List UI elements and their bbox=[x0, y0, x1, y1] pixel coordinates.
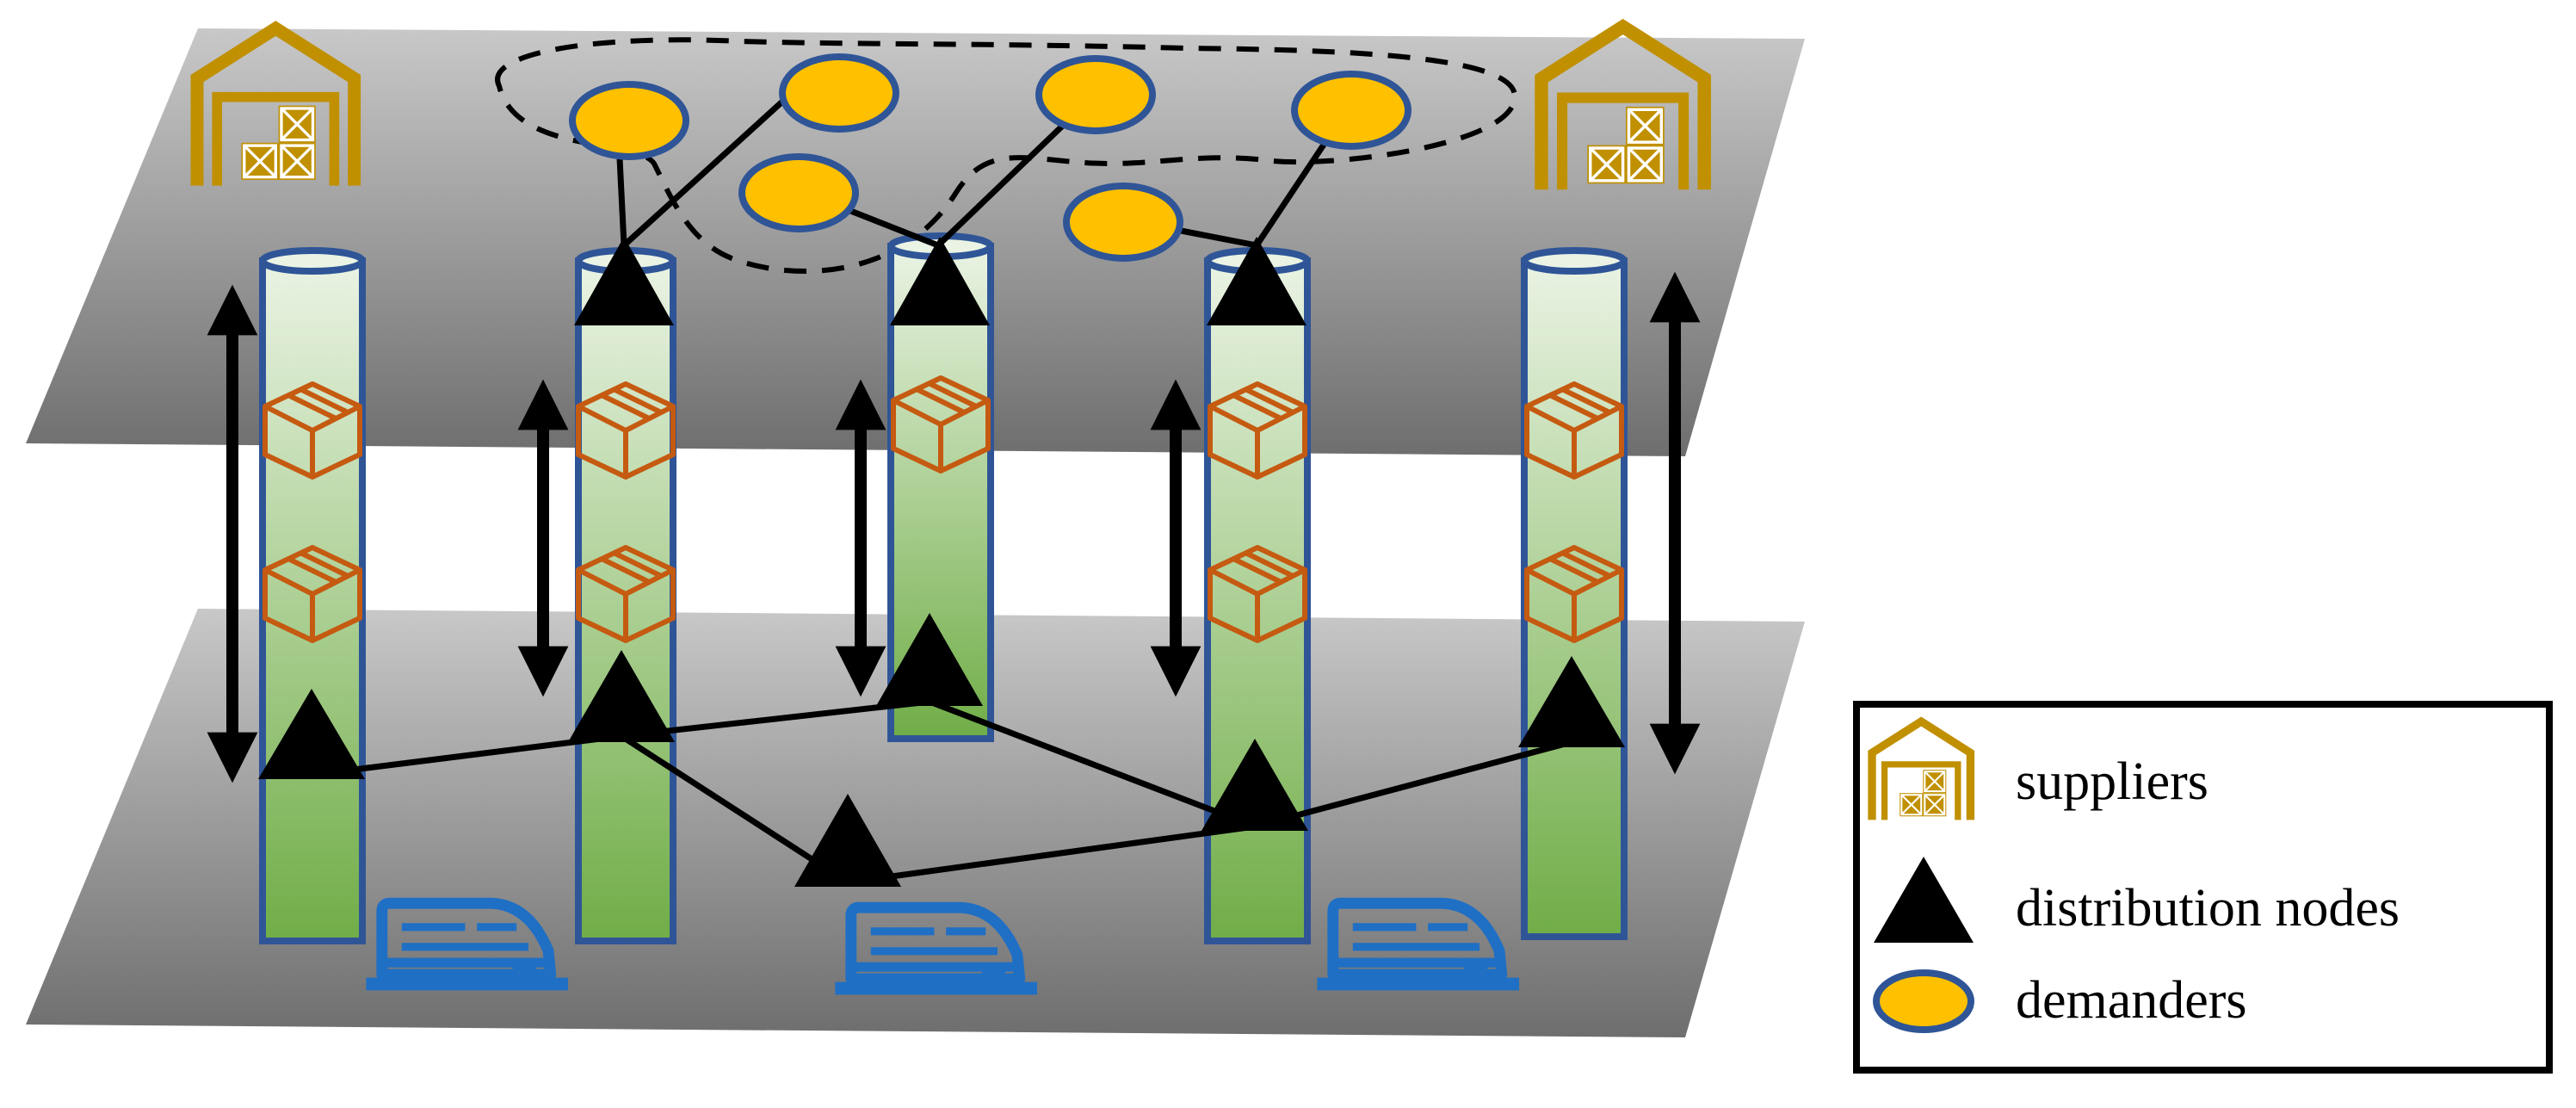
legend-ellipse-icon bbox=[1873, 969, 1974, 1033]
node-triangle-icon bbox=[1518, 656, 1625, 747]
link-line bbox=[621, 698, 930, 740]
lower-links bbox=[312, 698, 1572, 886]
link-line bbox=[847, 823, 1256, 886]
node-triangle-icon bbox=[876, 613, 983, 706]
demander-cluster-outlines bbox=[495, 37, 1518, 274]
legend-suppliers-label: suppliers bbox=[2016, 752, 2208, 811]
demander-ellipse-icon bbox=[569, 81, 689, 160]
legend-nodes-label: distribution nodes bbox=[2016, 879, 2400, 938]
node-triangle-icon bbox=[794, 794, 901, 887]
legend-triangle-icon bbox=[1874, 857, 1974, 943]
link-line bbox=[312, 733, 622, 778]
link-line bbox=[616, 158, 627, 246]
link-line bbox=[928, 698, 1257, 830]
node-triangle-icon bbox=[890, 237, 990, 325]
demander-ellipse-icon bbox=[1063, 183, 1183, 262]
node-triangle-icon bbox=[568, 650, 675, 742]
vertical-arrows bbox=[207, 271, 1701, 783]
distribution-nodes bbox=[258, 237, 1625, 887]
demander-ellipse-icon bbox=[1035, 55, 1156, 134]
node-triangle-icon bbox=[258, 689, 365, 779]
demander-ellipse-icon bbox=[779, 53, 899, 133]
link-line bbox=[1254, 127, 1337, 247]
legend-demanders-label: demanders bbox=[2016, 971, 2247, 1030]
node-triangle-icon bbox=[574, 237, 674, 325]
legend: suppliers distribution nodes demanders bbox=[1853, 701, 2553, 1074]
link-line bbox=[621, 90, 794, 248]
demander-ellipse-icon bbox=[1291, 71, 1412, 150]
link-line bbox=[620, 734, 849, 885]
demanders bbox=[569, 53, 1412, 262]
demander-ellipse-icon bbox=[738, 153, 859, 232]
link-line bbox=[1254, 739, 1572, 830]
node-triangle-icon bbox=[1202, 739, 1308, 831]
node-triangle-icon bbox=[1207, 237, 1307, 325]
